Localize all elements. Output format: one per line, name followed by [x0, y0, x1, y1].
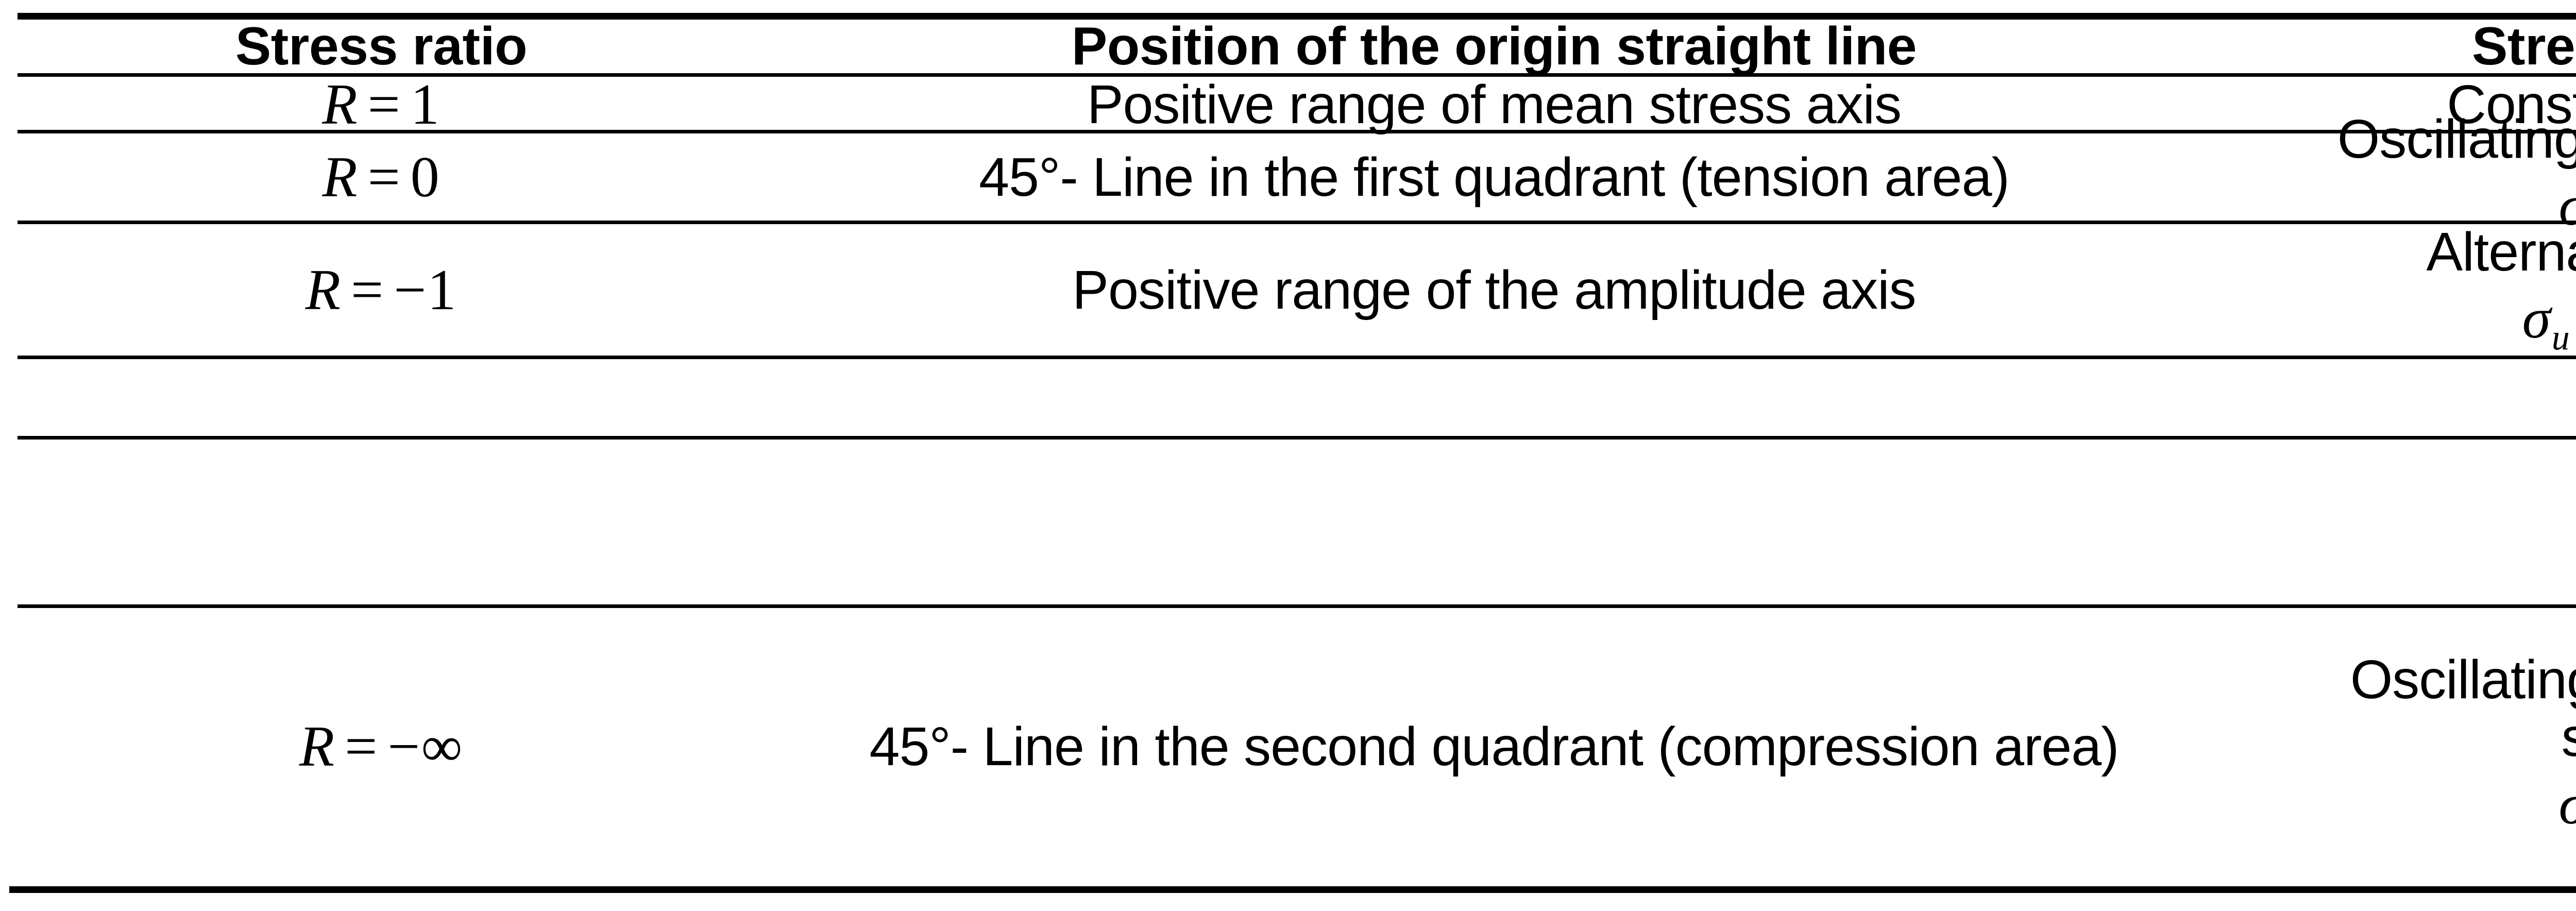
- cell-position: Positive range of mean stress axis: [1087, 74, 1902, 136]
- row-spacer: [0, 360, 2576, 436]
- table-row: R=1 Positive range of mean stress axis C…: [0, 74, 2576, 136]
- stress-range-formula: σu=− σo: [2522, 286, 2570, 358]
- cell-position: 45°- Line in the second quadrant (compre…: [869, 716, 2120, 777]
- table-bottom-border: [9, 886, 2576, 893]
- stress-ratio-expression: R=0: [322, 145, 440, 209]
- table-header-row: Stress ratio Position of the origin stra…: [0, 16, 2576, 76]
- stress-ratio-expression: R=−1: [305, 258, 457, 322]
- cell-stress-ratio: R=0: [0, 134, 793, 221]
- stress-range-text: Oscillating tension stress: [2337, 109, 2576, 170]
- stress-ratio-expression: R=1: [322, 73, 440, 137]
- cell-position: 45°- Line in the first quadrant (tension…: [979, 146, 2010, 208]
- cell-position: Positive range of the amplitude axis: [1072, 259, 1916, 320]
- row2-bottom-border: [18, 221, 2576, 224]
- stress-ratio-expression: R=−∞: [299, 714, 464, 779]
- row4-bottom-border: [18, 436, 2576, 440]
- column-header-position: Position of the origin straight line: [1071, 16, 1917, 76]
- cell-stress-range: Oscillating compression stress σo=0: [2179, 609, 2576, 885]
- row5-bottom-border: [18, 604, 2576, 608]
- stress-range-text-line2: stress: [2561, 707, 2576, 768]
- row1-bottom-border: [18, 130, 2576, 133]
- table-row: R=0 45°- Line in the first quadrant (ten…: [0, 110, 2576, 237]
- column-header-stress-range: Stress range: [2471, 16, 2576, 76]
- cell-stress-ratio: R=−1: [0, 225, 793, 356]
- cell-stress-range: Oscillating tension stress σu=0: [2179, 110, 2576, 237]
- header-bottom-border: [18, 73, 2576, 77]
- table-row: R=−∞ 45°- Line in the second quadrant (c…: [0, 609, 2576, 885]
- stress-range-formula: σu=0: [2558, 175, 2576, 244]
- cell-stress-ratio: R=1: [0, 74, 793, 136]
- column-header-stress-ratio: Stress ratio: [235, 16, 528, 76]
- cell-stress-range: Alternating stress σu=− σo: [2179, 222, 2576, 358]
- row3-bottom-border: [18, 356, 2576, 359]
- stress-range-text: Alternating stress: [2426, 222, 2576, 283]
- stress-range-formula: σo=0: [2558, 773, 2576, 843]
- table-top-border: [18, 13, 2576, 20]
- stress-range-text-line1: Oscillating compression: [2350, 649, 2576, 710]
- cell-stress-range: Constant stress: [2447, 74, 2576, 136]
- cell-stress-ratio: R=−∞: [0, 609, 793, 885]
- table-row: R=−1 Positive range of the amplitude axi…: [0, 222, 2576, 358]
